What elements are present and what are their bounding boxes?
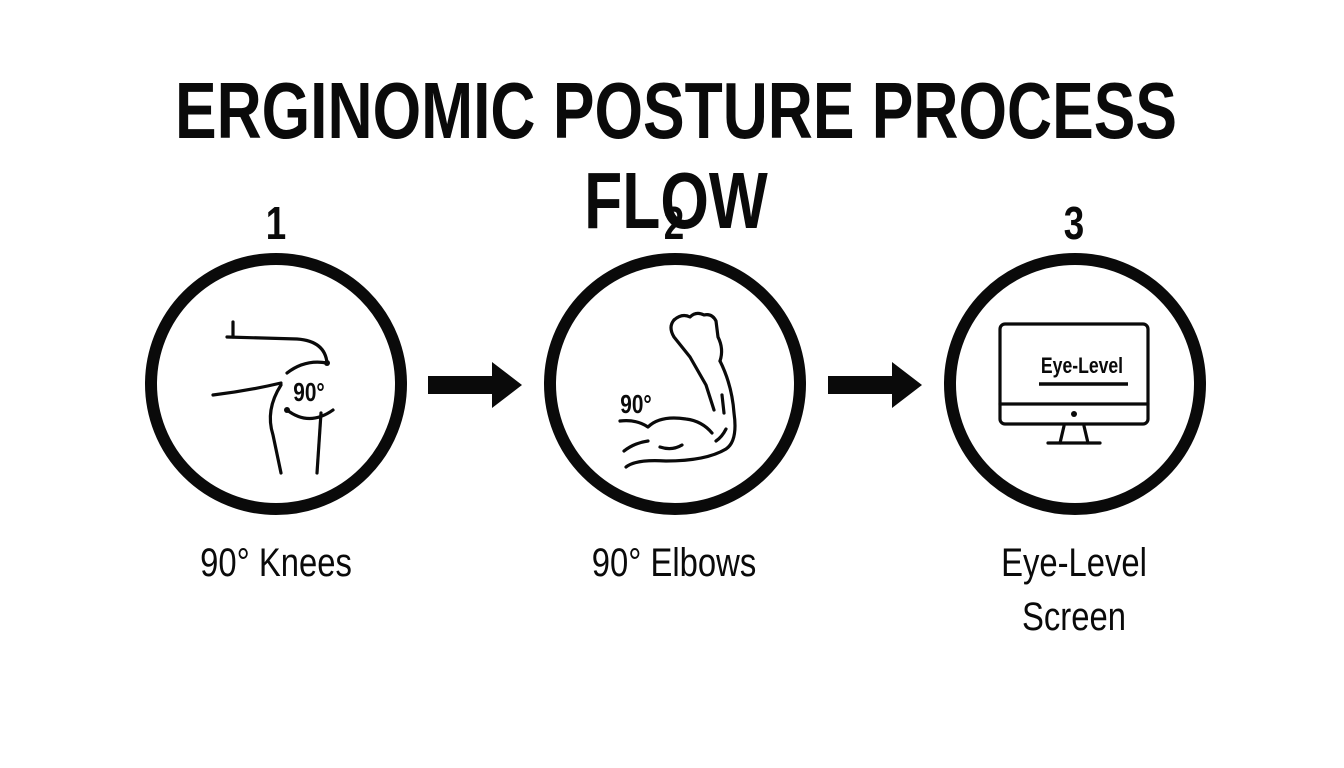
step-number-3: 3 [1063, 197, 1085, 249]
step-2-circle: 90° [544, 253, 806, 515]
monitor-screen-text: Eye-Level [1041, 354, 1123, 378]
step-2-label: 90° Elbows [591, 541, 757, 585]
step-1-label: 90° Knees [200, 541, 352, 585]
step-1-circle: 90° [145, 253, 407, 515]
step-3-label-line2: Screen [1022, 595, 1126, 639]
step-3-label-line1: Eye-Level [1001, 541, 1147, 585]
step-number-2: 2 [663, 197, 685, 249]
step-3-circle: Eye-Level [944, 253, 1206, 515]
knee-angle-text: 90° [293, 378, 324, 407]
step-3-label: Eye-Level Screen [951, 536, 1197, 644]
knee-90-degree-icon: 90° [211, 320, 335, 475]
flexed-arm-90-degree-icon: 90° [618, 311, 737, 469]
arrow-right-icon [428, 362, 522, 408]
elbow-angle-text: 90° [620, 390, 651, 419]
monitor-icon: Eye-Level [998, 322, 1150, 445]
arrow-right-icon [828, 362, 922, 408]
step-number-1: 1 [265, 197, 287, 249]
diagram-title: ERGINOMIC POSTURE PROCESS FLOW [174, 66, 1177, 245]
